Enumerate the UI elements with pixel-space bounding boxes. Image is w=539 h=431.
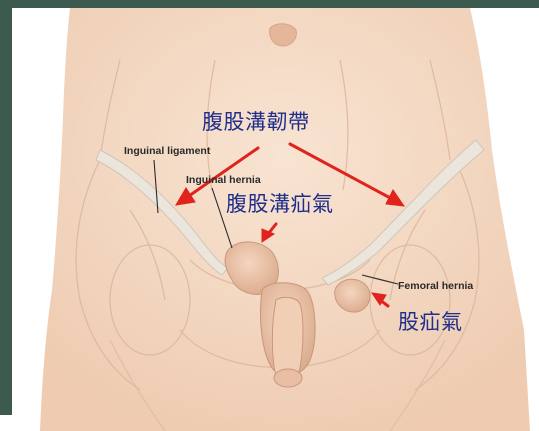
navel (270, 24, 297, 46)
frame-left (0, 0, 12, 415)
inguinal-hernia-label-en: Inguinal hernia (186, 174, 261, 186)
inguinal-ligament-label-zh: 腹股溝韌帶 (202, 106, 310, 136)
femoral-hernia-label-zh: 股疝氣 (398, 306, 463, 336)
frame-top (0, 0, 539, 8)
inguinal-ligament-label-en: Inguinal ligament (124, 145, 210, 157)
inguinal-hernia-label-zh: 腹股溝疝氣 (226, 188, 334, 218)
femoral-hernia-label-en: Femoral hernia (398, 280, 473, 292)
